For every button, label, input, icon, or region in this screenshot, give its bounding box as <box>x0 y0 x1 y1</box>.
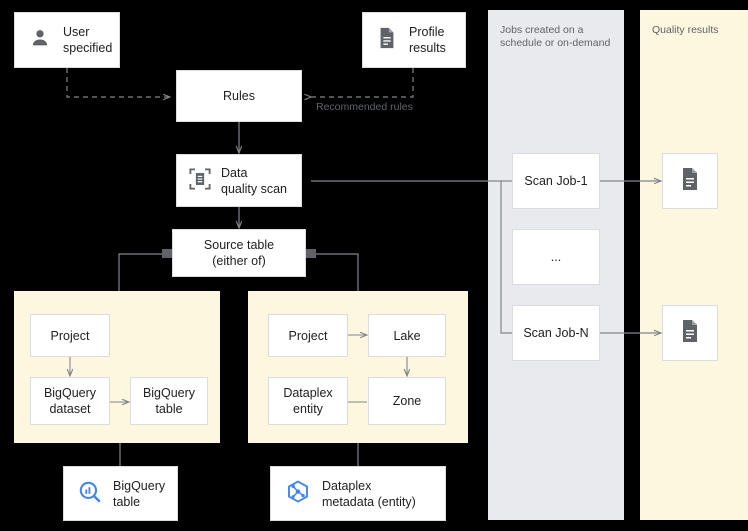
node-bq-project-label: Project <box>50 328 90 343</box>
node-bq-table[interactable]: BigQuery table <box>130 377 208 425</box>
node-bigquery-table-legend-label: BigQuery table <box>113 478 166 509</box>
node-scan-job-n-label: Scan Job-N <box>523 326 589 340</box>
node-dp-project[interactable]: Project <box>268 314 348 357</box>
node-scan-job-n[interactable]: Scan Job-N <box>512 305 600 361</box>
bigquery-icon <box>78 480 102 508</box>
node-dp-entity[interactable]: Dataplex entity <box>268 377 348 425</box>
node-result-doc-1[interactable] <box>662 153 718 209</box>
node-dp-project-label: Project <box>288 328 328 343</box>
node-user-specified[interactable]: User specified <box>14 12 120 68</box>
panel-jobs-label: Jobs created on a schedule or on-demand <box>500 24 611 49</box>
node-dataplex-metadata-legend[interactable]: Dataplex metadata (entity) <box>270 466 446 521</box>
document-icon <box>679 167 701 195</box>
node-dataplex-metadata-legend-label: Dataplex metadata (entity) <box>322 478 416 509</box>
node-scan-job-1[interactable]: Scan Job-1 <box>512 153 600 209</box>
node-result-doc-n[interactable] <box>662 305 718 361</box>
node-bigquery-table-legend[interactable]: BigQuery table <box>63 466 178 521</box>
dataplex-icon <box>285 479 311 509</box>
node-profile-results[interactable]: Profile results <box>362 12 466 68</box>
node-dp-lake-label: Lake <box>393 328 421 343</box>
node-bq-project[interactable]: Project <box>30 314 110 357</box>
node-rules[interactable]: Rules <box>176 70 302 122</box>
node-dp-zone[interactable]: Zone <box>368 377 446 425</box>
node-scan-job-ellipsis: ... <box>512 229 600 285</box>
scan-icon <box>189 167 211 194</box>
node-rules-label: Rules <box>223 89 255 103</box>
node-data-quality-scan[interactable]: Data quality scan <box>176 154 302 207</box>
node-bq-table-label: BigQuery table <box>142 386 196 416</box>
node-scan-job-ellipsis-label: ... <box>550 250 562 264</box>
node-data-quality-scan-label: Data quality scan <box>221 165 288 196</box>
node-source-table[interactable]: Source table (either of) <box>172 229 306 277</box>
edge-label-recommended-rules: Recommended rules <box>316 101 413 113</box>
node-scan-job-1-label: Scan Job-1 <box>524 174 588 188</box>
panel-results <box>640 10 748 520</box>
panel-results-label: Quality results <box>652 24 719 36</box>
document-icon <box>377 27 397 53</box>
node-source-table-label: Source table (either of) <box>203 238 275 268</box>
person-icon <box>29 27 51 53</box>
node-dp-zone-label: Zone <box>392 394 422 408</box>
node-dp-entity-label: Dataplex entity <box>283 386 333 416</box>
node-bq-dataset[interactable]: BigQuery dataset <box>30 377 110 425</box>
node-bq-dataset-label: BigQuery dataset <box>43 386 97 416</box>
document-icon <box>679 319 701 347</box>
node-dp-lake[interactable]: Lake <box>368 314 446 357</box>
node-user-specified-label: User specified <box>63 25 113 55</box>
node-profile-results-label: Profile results <box>409 25 446 55</box>
